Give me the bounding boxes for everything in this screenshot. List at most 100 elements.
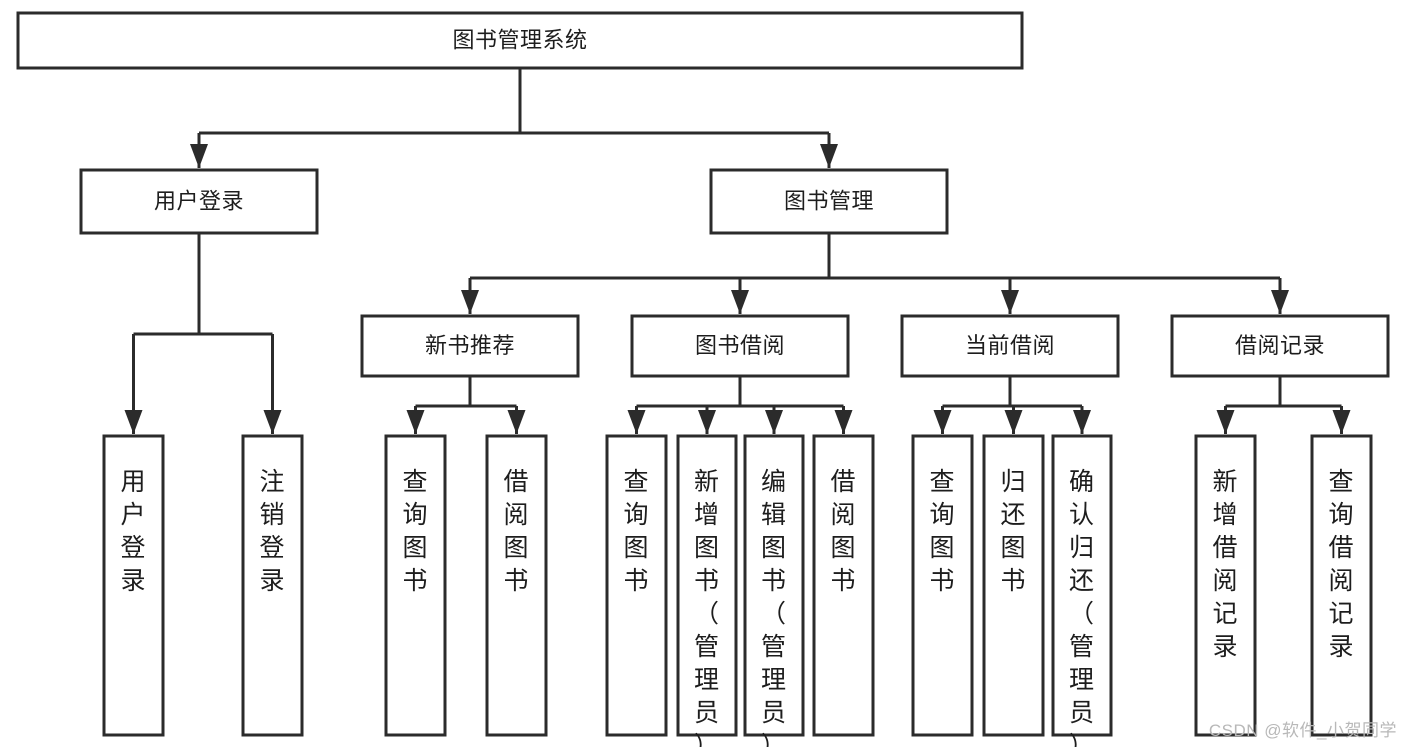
- node-label-char: 录: [1328, 633, 1354, 661]
- node-book-borrow[interactable]: 图书借阅: [630, 314, 850, 378]
- node-label-char: 录: [120, 567, 146, 595]
- node-box: [812, 434, 875, 737]
- node-box: [241, 434, 304, 737]
- node-label-char: 录: [259, 567, 285, 595]
- node-box: [16, 11, 1024, 70]
- node-leaf-user-login[interactable]: 用户登录: [102, 434, 165, 737]
- node-label-char: 书: [694, 567, 720, 595]
- arrow-head-icon: [698, 410, 716, 434]
- node-label-char: 销: [259, 501, 285, 529]
- node-label-char: 阅: [1328, 567, 1354, 595]
- arrow-head-icon: [1216, 410, 1235, 434]
- node-label-char: 查: [402, 468, 428, 496]
- node-box: [1310, 434, 1373, 737]
- arrow-head-icon: [124, 410, 143, 434]
- node-label: 新书推荐: [425, 333, 515, 358]
- node-label-char: 记: [1328, 600, 1354, 628]
- node-label-char: 阅: [503, 501, 529, 529]
- node-root[interactable]: 图书管理系统: [16, 11, 1024, 70]
- arrow-head-icon: [731, 290, 749, 314]
- node-label: 当前借阅: [965, 333, 1055, 358]
- node-label-char: （: [1069, 600, 1095, 628]
- node-label-char: 记: [1212, 600, 1238, 628]
- node-label-char: 归: [1000, 468, 1026, 496]
- node-label-char: 增: [1212, 501, 1238, 529]
- node-new-book-recommend[interactable]: 新书推荐: [360, 314, 580, 378]
- node-label-char: 编: [761, 468, 787, 496]
- arrow-head-icon: [820, 144, 838, 168]
- node-label-char: 书: [503, 567, 529, 595]
- node-label-char: 新: [694, 468, 720, 496]
- node-label-char: 借: [830, 468, 856, 496]
- node-label-char: 户: [120, 501, 146, 529]
- arrow-head-icon: [1001, 290, 1019, 314]
- node-label-char: 员: [694, 699, 720, 727]
- node-label: 用户登录: [154, 188, 244, 213]
- arrow-head-icon: [1271, 290, 1289, 314]
- node-label-char: 注: [259, 468, 285, 496]
- arrow-head-icon: [406, 410, 425, 434]
- node-box: [102, 434, 165, 737]
- node-box: [982, 434, 1045, 737]
- node-label-char: 员: [1069, 699, 1095, 727]
- node-box: [79, 168, 319, 235]
- node-label-char: 理: [694, 666, 720, 694]
- node-label-char: 认: [1069, 501, 1095, 529]
- node-label-char: （: [761, 600, 787, 628]
- node-label-char: 询: [402, 501, 428, 529]
- arrow-head-icon: [461, 290, 479, 314]
- connectors-layer: [124, 68, 1351, 434]
- node-box: [676, 434, 738, 737]
- node-label-char: 借: [1212, 534, 1238, 562]
- node-label-char: 图: [1000, 534, 1026, 562]
- arrow-head-icon: [834, 410, 853, 434]
- arrow-head-icon: [507, 410, 526, 434]
- node-box: [605, 434, 668, 737]
- node-label: 图书管理: [784, 188, 874, 213]
- watermark-label: CSDN @软件_小贺同学: [1208, 721, 1397, 740]
- node-label-char: 书: [929, 567, 955, 595]
- node-label-char: 理: [761, 666, 787, 694]
- node-box: [1051, 434, 1113, 737]
- node-borrow-record[interactable]: 借阅记录: [1170, 314, 1390, 378]
- node-current-borrow[interactable]: 当前借阅: [900, 314, 1120, 378]
- node-label-char: 书: [402, 567, 428, 595]
- node-box: [709, 168, 949, 235]
- node-label-char: 图: [402, 534, 428, 562]
- node-label-char: 还: [1069, 567, 1095, 595]
- node-label-char: 书: [1000, 567, 1026, 595]
- node-label-char: 图: [761, 534, 787, 562]
- arrow-head-icon: [933, 410, 952, 434]
- node-box: [360, 314, 580, 378]
- node-label-char: 管: [1069, 633, 1095, 661]
- node-label-char: 登: [120, 534, 146, 562]
- node-label-char: 询: [929, 501, 955, 529]
- node-label-char: 图: [694, 534, 720, 562]
- node-label-char: 登: [259, 534, 285, 562]
- node-label-char: 管: [761, 633, 787, 661]
- arrow-head-icon: [190, 144, 208, 168]
- node-label-char: ）: [761, 732, 787, 747]
- node-label-char: 录: [1212, 633, 1238, 661]
- node-label-char: 阅: [830, 501, 856, 529]
- node-label-char: 书: [761, 567, 787, 595]
- node-box: [630, 314, 850, 378]
- node-label: 借阅记录: [1235, 333, 1325, 358]
- node-user-login[interactable]: 用户登录: [79, 168, 319, 235]
- arrow-head-icon: [1004, 410, 1023, 434]
- node-book-management[interactable]: 图书管理: [709, 168, 949, 235]
- node-box: [911, 434, 974, 737]
- node-label-char: 书: [830, 567, 856, 595]
